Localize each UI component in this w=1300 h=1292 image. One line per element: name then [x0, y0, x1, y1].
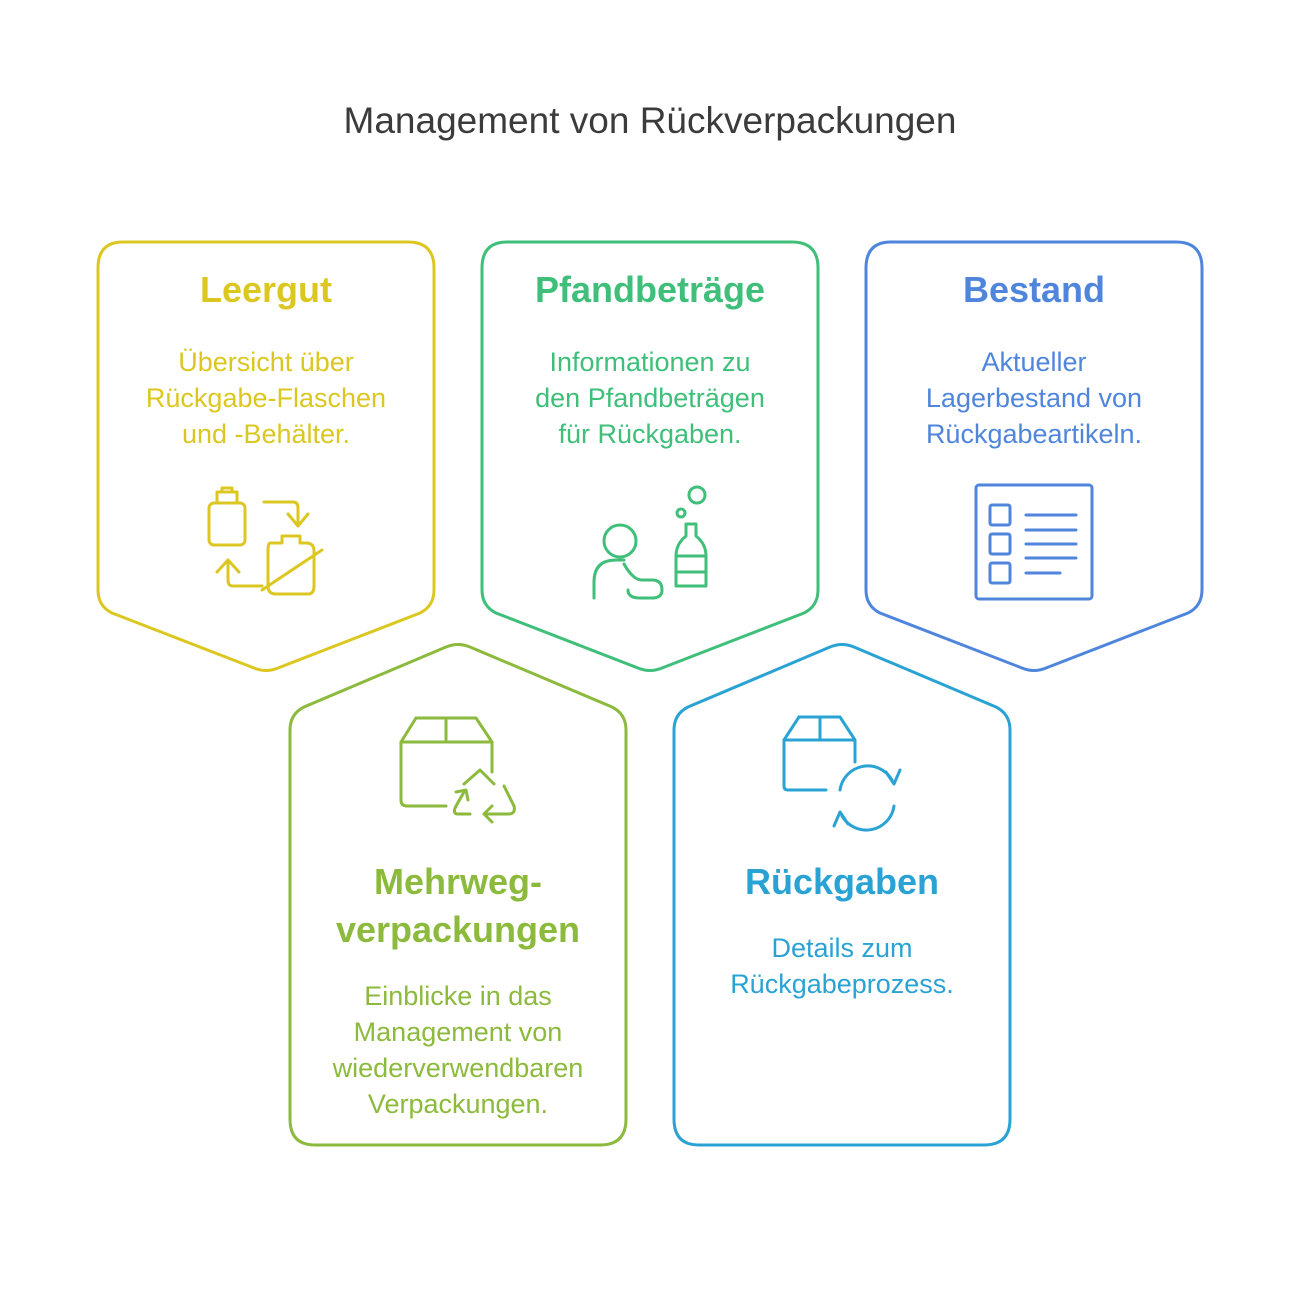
card-pfand-desc: Informationen zu den Pfandbeträgen für R…: [482, 344, 818, 452]
checklist-icon: [974, 483, 1094, 601]
person-bottle-icon: [592, 485, 708, 600]
page-title: Management von Rückverpackungen: [343, 100, 957, 141]
card-bestand-desc-line: Aktueller: [981, 347, 1087, 377]
card-mehrweg-desc-line: Einblicke in das: [364, 981, 552, 1011]
card-pfand-shape: [480, 240, 820, 672]
card-leergut-desc-line: Übersicht über: [178, 347, 354, 377]
card-mehrweg-title: Mehrweg- verpackungen: [290, 858, 626, 954]
box-recycle-icon: [399, 716, 516, 824]
card-pfand-desc-line: für Rückgaben.: [558, 419, 742, 449]
card-leergut-title: Leergut: [199, 269, 332, 310]
card-mehrweg-title-line: Mehrweg-: [373, 861, 542, 902]
card-mehrweg-desc-line: Verpackungen.: [367, 1089, 549, 1119]
card-mehrweg-title-line: verpackungen: [335, 909, 581, 950]
card-bestand-title: Bestand: [962, 269, 1106, 310]
bottle-recycle-icon: [207, 486, 324, 596]
card-pfand-desc-line: den Pfandbeträgen: [535, 383, 765, 413]
card-leergut-desc-line: und -Behälter.: [181, 419, 351, 449]
card-rueckgaben-desc-line: Details zum: [771, 933, 913, 963]
card-rueckgaben-shape: [672, 643, 1012, 1147]
card-leergut-desc: Übersicht über Rückgabe-Flaschen und -Be…: [98, 344, 434, 452]
card-bestand-desc-line: Lagerbestand von: [925, 383, 1143, 413]
card-leergut-shape: [96, 240, 436, 672]
card-leergut-desc-line: Rückgabe-Flaschen: [145, 383, 387, 413]
card-rueckgaben-desc: Details zum Rückgabeprozess.: [674, 930, 1010, 1002]
box-refresh-icon: [782, 715, 902, 832]
card-rueckgaben-title: Rückgaben: [744, 861, 940, 902]
card-bestand-desc-line: Rückgabeartikeln.: [925, 419, 1143, 449]
card-mehrweg-shape: [288, 643, 628, 1147]
card-bestand-desc: Aktueller Lagerbestand von Rückgabeartik…: [866, 344, 1202, 452]
card-rueckgaben-desc-line: Rückgabeprozess.: [730, 969, 954, 999]
card-pfand-title: Pfandbeträge: [534, 269, 766, 310]
card-mehrweg-desc: Einblicke in das Management von wiederve…: [290, 978, 626, 1122]
card-bestand-shape: [864, 240, 1204, 672]
card-mehrweg-desc-line: wiederverwendbaren: [332, 1053, 584, 1083]
card-mehrweg-desc-line: Management von: [353, 1017, 563, 1047]
card-pfand-desc-line: Informationen zu: [549, 347, 751, 377]
